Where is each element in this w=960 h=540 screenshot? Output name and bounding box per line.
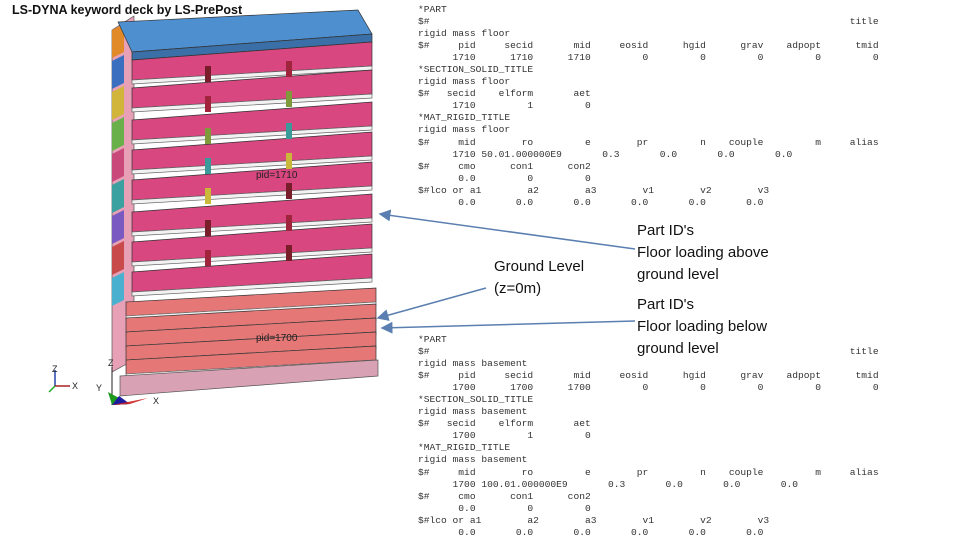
ground-level-note: Ground Level (z=0m)	[494, 258, 585, 297]
building-model: pid=1710 pid=1700 Z X Z Y X	[48, 9, 379, 406]
svg-text:Y: Y	[96, 383, 102, 393]
column	[286, 245, 292, 261]
column	[205, 250, 211, 266]
below-ground-note: Part ID's Floor loading below ground lev…	[637, 296, 768, 357]
column	[205, 96, 211, 112]
svg-text:X: X	[153, 396, 159, 406]
arrow-above	[378, 209, 636, 250]
small-axis-triad: Z X	[48, 364, 78, 393]
column	[205, 188, 211, 204]
column	[205, 158, 211, 174]
svg-text:Z: Z	[108, 358, 114, 368]
column	[286, 183, 292, 199]
facade-panel	[112, 117, 124, 151]
column	[286, 153, 292, 169]
column	[205, 66, 211, 82]
facade-panel	[112, 179, 124, 213]
column	[286, 123, 292, 139]
facade-panel	[112, 148, 124, 182]
columns	[205, 61, 292, 266]
column	[286, 215, 292, 231]
svg-text:Z: Z	[52, 364, 58, 374]
column	[286, 91, 292, 107]
axis-triad: Z Y X	[96, 358, 159, 406]
arrow-below	[380, 320, 636, 334]
page-title: LS-DYNA keyword deck by LS-PrePost	[12, 3, 243, 17]
above-ground-note: Part ID's Floor loading above ground lev…	[637, 222, 769, 283]
facade-panel	[112, 241, 124, 275]
column	[205, 220, 211, 236]
facade-panel	[112, 86, 124, 120]
slab-edge	[131, 277, 373, 297]
facade-panel	[112, 24, 124, 58]
keyword-deck-lower: *PART $# title rigid mass basement $# pi…	[418, 334, 879, 538]
facade-panel	[112, 55, 124, 89]
column	[205, 128, 211, 144]
pick-label-1710: pid=1710	[256, 170, 298, 181]
floor-slabs	[111, 9, 379, 397]
base-block	[119, 359, 379, 397]
facade-panel	[112, 210, 124, 244]
pick-label-1700: pid=1700	[256, 333, 298, 344]
facade-panel	[112, 272, 124, 306]
svg-text:X: X	[72, 381, 78, 391]
column	[286, 61, 292, 77]
keyword-deck-upper: *PART $# title rigid mass floor $# pid s…	[418, 4, 879, 208]
